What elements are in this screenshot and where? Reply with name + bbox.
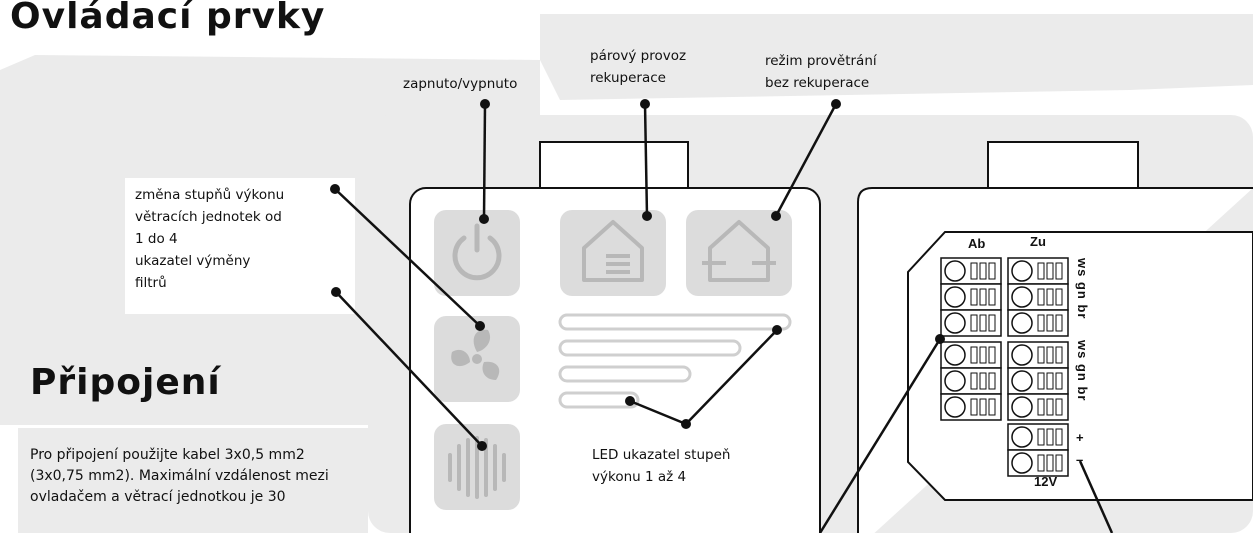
terminal-zu-3 xyxy=(1007,309,1069,337)
power-icon xyxy=(452,223,502,281)
terminal-power-plus xyxy=(1007,423,1069,451)
terminal-wires-bottom: ws gn br xyxy=(1075,340,1090,402)
leader-lines xyxy=(334,103,1114,533)
label-speed-line2: větracích jednotek od xyxy=(135,209,282,225)
terminal-ab-3 xyxy=(940,309,1002,337)
text-box-connection xyxy=(18,428,368,533)
terminal-ab-4 xyxy=(940,341,1002,369)
connection-paragraph: Pro připojení použijte kabel 3x0,5 mm2 (… xyxy=(30,447,329,505)
terminal-plus: + xyxy=(1076,430,1084,445)
title-connection: Připojení xyxy=(30,362,221,403)
terminal-minus: – xyxy=(1076,452,1084,467)
terminal-ab-1 xyxy=(940,257,1002,285)
fan-icon xyxy=(451,329,500,380)
label-speed-line1: změna stupňů výkonu xyxy=(135,187,285,203)
label-speed-line5: filtrů xyxy=(135,275,167,291)
terminal-ab-6 xyxy=(940,393,1002,421)
label-pair-line1: párový provoz xyxy=(590,48,687,64)
terminal-voltage: 12V xyxy=(1034,474,1058,489)
terminal-zu-4 xyxy=(1007,341,1069,369)
controller-tab xyxy=(539,141,689,190)
led-bar-3 xyxy=(558,339,742,357)
label-speed-line3: 1 do 4 xyxy=(135,231,178,247)
vent-mode-button xyxy=(686,210,792,296)
terminal-connectors xyxy=(940,257,1069,477)
terminal-col-ab: Ab xyxy=(968,236,986,251)
label-vent-line1: režim provětrání xyxy=(765,53,877,69)
terminal-ab-5 xyxy=(940,367,1002,395)
terminal-wires-top: ws gn br xyxy=(1075,258,1090,320)
leader-dots xyxy=(330,99,945,451)
text-box-speed xyxy=(125,178,355,314)
house-pair-icon xyxy=(582,220,644,282)
label-led-line1: LED ukazatel stupeň xyxy=(592,447,731,463)
label-speed-line4: ukazatel výměny xyxy=(135,253,251,269)
filter-icon xyxy=(448,436,506,499)
terminal-zu-6 xyxy=(1007,393,1069,421)
led-bar-1 xyxy=(558,391,640,409)
terminal-ab-2 xyxy=(940,283,1002,311)
terminal-col-zu: Zu xyxy=(1030,234,1046,249)
terminal-power-minus xyxy=(1007,449,1069,477)
terminal-zu-5 xyxy=(1007,367,1069,395)
pair-mode-button xyxy=(560,210,666,296)
label-power: zapnuto/vypnuto xyxy=(403,76,518,92)
label-vent-line2: bez rekuperace xyxy=(765,75,870,91)
terminal-zu-2 xyxy=(1007,283,1069,311)
terminal-tab xyxy=(987,141,1139,190)
led-bar-2 xyxy=(558,365,692,383)
label-led-line2: výkonu 1 až 4 xyxy=(592,469,687,485)
led-bar-4 xyxy=(558,313,792,331)
house-vent-icon xyxy=(702,220,776,282)
label-pair-line2: rekuperace xyxy=(590,70,666,86)
background-band-top xyxy=(540,14,1253,100)
title-controls: Ovládací prvky xyxy=(10,0,326,37)
power-button xyxy=(434,210,520,296)
terminal-zu-1 xyxy=(1007,257,1069,285)
